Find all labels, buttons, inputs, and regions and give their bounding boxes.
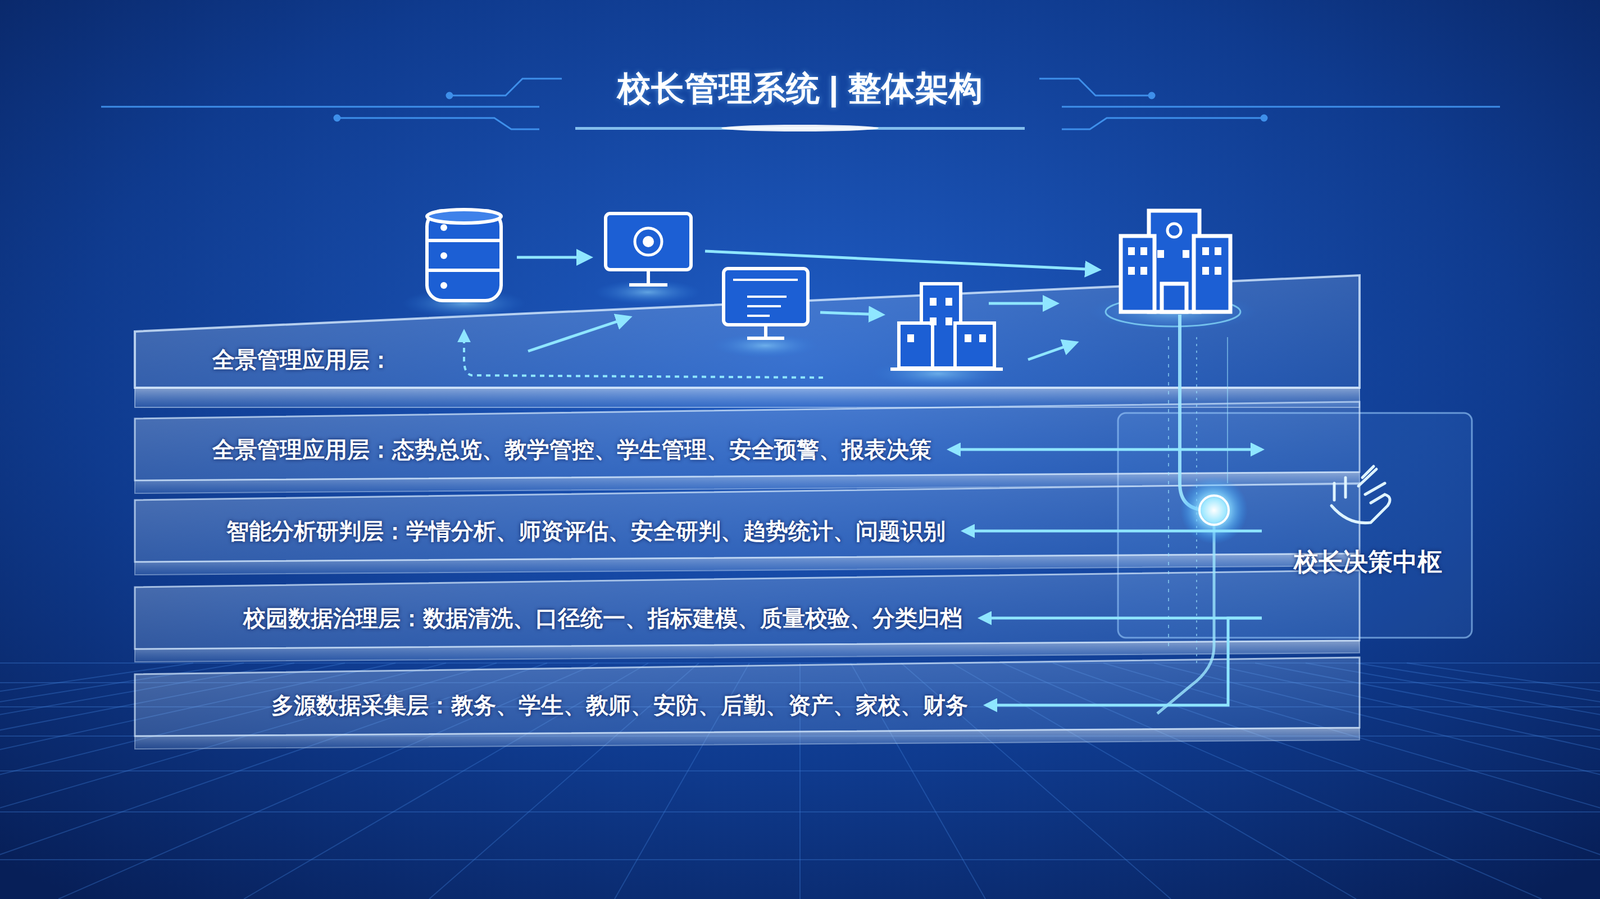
decision-panel: 校长决策中枢 — [1264, 415, 1472, 635]
bidirectional-arrow — [949, 448, 1262, 452]
layer-box: 多源数据采集层：教务、学生、教师、安防、后勤、资产、家校、财务 — [261, 684, 979, 727]
flow-arrow — [963, 529, 1262, 533]
layer-box: 校园数据治理层：数据清洗、口径统一、指标建模、质量校验、分类归档 — [233, 597, 973, 640]
layer-text: 多源数据采集层：教务、学生、教师、安防、后勤、资产、家校、财务 — [271, 689, 968, 721]
panel-title: 校长决策中枢 — [1293, 545, 1443, 579]
diagram-title: 校长管理系统 | 整体架构 — [0, 66, 1600, 112]
layer-text: 全景管理应用层：态势总览、教学管控、学生管理、安全预警、报表决策 — [212, 434, 932, 466]
layer-label: 全景管理应用层： — [202, 338, 403, 381]
layer-text: 全景管理应用层： — [212, 344, 393, 376]
layer-box: 全景管理应用层：态势总览、教学管控、学生管理、安全预警、报表决策 — [202, 428, 942, 471]
layer-text: 智能分析研判层：学情分析、师资评估、安全研判、趋势统计、问题识别 — [226, 515, 946, 547]
flow-arrow — [980, 616, 1262, 620]
flow-arrow — [985, 617, 1262, 706]
layer-text: 校园数据治理层：数据清洗、口径统一、指标建模、质量校验、分类归档 — [243, 602, 963, 634]
layer-box: 智能分析研判层：学情分析、师资评估、安全研判、趋势统计、问题识别 — [216, 510, 956, 553]
